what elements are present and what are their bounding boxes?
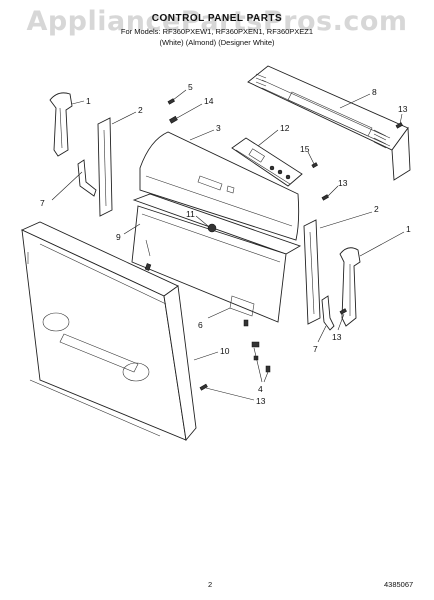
right-side-bracket [303, 219, 321, 325]
screw-14 [169, 115, 178, 124]
left-end-cap [49, 92, 73, 157]
callout-13-top: 13 [398, 104, 408, 125]
callout-label: 1 [86, 96, 91, 106]
control-panel-console [139, 131, 300, 241]
callout-label: 6 [198, 320, 203, 330]
callout-7-right: 7 [313, 325, 327, 354]
diagram-title: CONTROL PANEL PARTS [151, 13, 283, 24]
callout-14: 14 [176, 96, 214, 119]
callout-13-right: 13 [332, 313, 345, 342]
callout-label: 2 [138, 105, 143, 115]
right-trim-clip [321, 295, 335, 331]
callout-label: 3 [216, 123, 221, 133]
clip-4 [251, 341, 260, 348]
control-glass-panel [131, 193, 302, 327]
callout-7-left: 7 [40, 171, 83, 208]
callout-label: 9 [116, 232, 121, 242]
screw-15 [311, 162, 318, 169]
callout-5: 5 [172, 82, 193, 101]
screw-13-top-right [395, 122, 403, 129]
watermark-text: AppliancePartsPros.com [26, 6, 408, 37]
screw-13-right-lower [339, 308, 347, 315]
screw-5 [167, 98, 175, 105]
callout-label: 5 [188, 82, 193, 92]
callout-label: 7 [40, 198, 45, 208]
screw-13-right-bottom [265, 365, 271, 373]
vent-slots-left [255, 73, 267, 91]
rear-vent-panel [247, 65, 411, 181]
model-list: For Models: RF360PXEW1, RF360PXEN1, RF36… [120, 27, 314, 36]
callout-13-mid: 13 [327, 178, 348, 197]
callout-1-right: 1 [359, 224, 411, 257]
electronic-control-board [231, 137, 303, 187]
callout-label: 4 [258, 384, 263, 394]
callout-label: 14 [204, 96, 214, 106]
callout-1-left: 1 [71, 96, 91, 106]
callout-label: 8 [372, 87, 377, 97]
vent-slots-right [373, 129, 387, 149]
callout-3: 3 [189, 123, 221, 141]
callout-label: 13 [256, 396, 266, 406]
callout-4: 4 [253, 347, 269, 394]
document-number: 4385067 [384, 580, 414, 589]
color-list: (White) (Almond) (Designer White) [159, 38, 275, 47]
callout-13-bottom: 13 [205, 387, 266, 406]
left-side-bracket [97, 117, 113, 217]
callout-8: 8 [339, 87, 377, 109]
callout-9: 9 [116, 223, 141, 242]
callout-label: 13 [338, 178, 348, 188]
callout-label: 12 [280, 123, 290, 133]
callout-label: 13 [332, 332, 342, 342]
callout-2-left: 2 [111, 105, 143, 125]
callout-label: 15 [300, 144, 310, 154]
callout-6: 6 [198, 307, 231, 330]
callout-12: 12 [257, 123, 290, 147]
left-trim-clip [77, 159, 97, 197]
callout-2-right: 2 [319, 204, 379, 229]
callout-label: 13 [398, 104, 408, 114]
screw-13-mid [321, 194, 329, 201]
page-number: 2 [208, 580, 213, 589]
callout-label: 7 [313, 344, 318, 354]
callout-label: 1 [406, 224, 411, 234]
main-front-panel [20, 221, 197, 442]
callout-10: 10 [193, 346, 230, 361]
callout-11: 11 [186, 209, 209, 227]
callout-15: 15 [300, 144, 315, 165]
callout-label: 10 [220, 346, 230, 356]
right-end-cap [339, 247, 361, 327]
callout-label: 11 [186, 209, 195, 219]
screw-13-bottom [199, 383, 208, 391]
callout-label: 2 [374, 204, 379, 214]
